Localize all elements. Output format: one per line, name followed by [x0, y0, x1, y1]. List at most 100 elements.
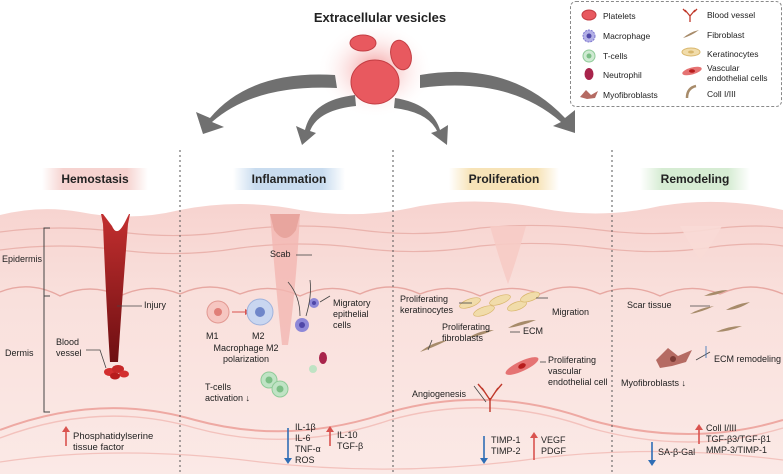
legend-label: Platelets — [603, 11, 636, 21]
inflammation-down-marker: ROS — [295, 455, 315, 465]
t-cells-icon — [260, 371, 289, 398]
remodeling-down-marker: SA-β-Gal — [658, 447, 696, 457]
arrow-to-inflammation — [296, 95, 356, 145]
keratinocyte-icons — [459, 291, 540, 317]
prolif-fibroblasts-label: fibroblasts — [442, 333, 484, 343]
injury-label: Injury — [144, 300, 167, 310]
extracellular-vesicles-icon — [317, 22, 433, 118]
prolif-endothelial-label: endothelial cell — [548, 377, 608, 387]
legend-label: Blood vessel — [707, 10, 756, 20]
prolif-keratinocytes-label: Proliferating — [400, 294, 449, 304]
phase-header-remodeling: Remodeling — [640, 168, 750, 190]
legend-label: Myofibroblasts — [603, 90, 658, 100]
inflammation-down-marker: TNF-α — [295, 444, 321, 454]
phase-header-proliferation: Proliferation — [449, 168, 559, 190]
proliferation-up-arrow — [530, 432, 538, 460]
inflammation-up-arrow — [326, 426, 334, 446]
legend: Platelets Macrophage T-cells Neutrophil … — [570, 1, 782, 107]
legend-label: Neutrophil — [603, 70, 642, 80]
inflammation-wound — [270, 214, 312, 345]
fibroblast-icon — [683, 30, 699, 38]
inflammation-up-marker: IL-10 — [337, 430, 358, 440]
legend-label: Coll I/III — [707, 89, 736, 99]
remodeling-down-arrow — [648, 442, 656, 466]
prolif-keratinocytes-label: keratinocytes — [400, 305, 454, 315]
remodeling-up-marker: MMP-3/TIMP-1 — [706, 445, 768, 455]
proliferation-up-marker: PDGF — [541, 446, 567, 456]
phase-label: Inflammation — [251, 172, 327, 186]
polarization-label: Macrophage M2 — [213, 343, 279, 353]
tcells-label: T-cells — [205, 382, 232, 392]
blood-vessel-icon — [682, 8, 698, 22]
polarization-label: polarization — [222, 354, 270, 364]
legend-label: Macrophage — [603, 31, 651, 41]
migratory-label: cells — [333, 320, 352, 330]
proliferation-up-marker: VEGF — [541, 435, 566, 445]
phase-label: Remodeling — [660, 172, 730, 186]
scar-label: Scar tissue — [627, 300, 672, 310]
hemostasis-wound — [101, 214, 130, 380]
diagram-title: Extracellular vesicles — [313, 10, 447, 25]
legend-label: Keratinocytes — [707, 49, 759, 59]
prolif-fibroblasts-label: Proliferating — [442, 322, 491, 332]
macrophage-icon — [582, 29, 596, 43]
tcells-label: activation ↓ — [205, 393, 251, 403]
inflammation-down-marker: IL-6 — [295, 433, 311, 443]
phase-label: Proliferation — [468, 172, 540, 186]
m2-label: M2 — [252, 331, 265, 341]
collagen-icon — [685, 84, 697, 99]
prolif-endothelial-label: vascular — [548, 366, 582, 376]
prolif-endothelial-label: Proliferating — [548, 355, 597, 365]
inflammation-up-marker: TGF-β — [337, 441, 364, 451]
proliferation-pointers — [427, 297, 548, 403]
t-cell-icon — [582, 49, 596, 63]
angiogenesis-label: Angiogenesis — [412, 389, 467, 399]
phase-header-hemostasis: Hemostasis — [42, 168, 148, 190]
ecm-remodeling-label: ECM remodeling — [714, 354, 782, 364]
inflammation-down-arrow — [284, 428, 292, 464]
proliferation-down-marker: TIMP-2 — [491, 446, 521, 456]
ecm-label: ECM — [523, 326, 543, 336]
endothelial-cell-icon — [505, 357, 539, 375]
hemostasis-up-arrow — [62, 426, 70, 446]
remodeling-up-marker: Coll I/III — [706, 423, 737, 433]
neutrophil-icon — [309, 352, 327, 373]
legend-label: Vascular — [707, 63, 740, 73]
flow-arrows — [196, 71, 575, 145]
proliferation-wound — [490, 226, 526, 284]
proliferation-down-marker: TIMP-1 — [491, 435, 521, 445]
endothelial-cell-icon — [682, 66, 702, 76]
remodeling-pointers — [690, 305, 711, 361]
proliferation-down-arrow — [480, 436, 488, 464]
layer-bracket — [43, 227, 50, 413]
migration-arrows — [287, 279, 331, 317]
scar-wound — [680, 226, 722, 260]
marker-arrows — [62, 424, 703, 466]
m1-label: M1 — [206, 331, 219, 341]
hemostasis-marker: tissue factor — [73, 442, 125, 453]
blood-clot-icon — [104, 365, 129, 380]
blood-vessel-label: Blood — [56, 337, 80, 347]
phase-header-inflammation: Inflammation — [233, 168, 345, 190]
blood-vessel-label: vessel — [56, 348, 82, 358]
migration-label: Migration — [552, 307, 590, 317]
macrophage-icon — [295, 298, 319, 332]
macrophage-m2-icon — [246, 298, 274, 326]
angiogenesis-icon — [477, 383, 503, 412]
remodeling-up-marker: TGF-β3/TGF-β1 — [706, 434, 771, 444]
arrow-to-proliferation — [394, 98, 448, 145]
inflammation-down-marker: IL-1β — [295, 422, 316, 432]
vessel-pointer — [86, 349, 107, 369]
migratory-label: epithelial — [333, 309, 369, 319]
legend-label: T-cells — [603, 51, 628, 61]
scab-label: Scab — [270, 249, 291, 259]
fibroblast-icons — [420, 320, 536, 352]
migratory-label: Migratory — [333, 298, 371, 308]
myofibroblast-icon — [580, 90, 598, 99]
legend-label: endothelial cells — [707, 73, 768, 83]
myofibroblasts-label: Myofibroblasts ↓ — [621, 378, 687, 388]
keratinocyte-icon — [681, 47, 701, 57]
arrow-to-hemostasis — [196, 74, 337, 134]
macrophage-m1-icon — [206, 300, 230, 324]
